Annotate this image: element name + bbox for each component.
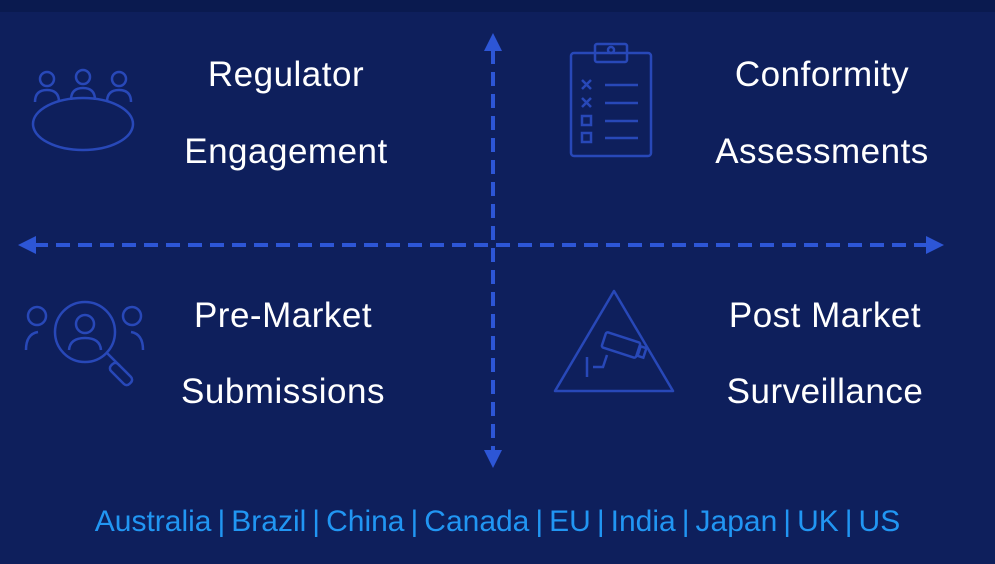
country-uk: UK: [797, 505, 839, 538]
country-china: China: [326, 505, 405, 538]
quadrant-label-conformity-assessments-line2: Assessments: [707, 134, 937, 169]
country-japan: Japan: [695, 505, 778, 538]
country-india: India: [610, 505, 676, 538]
country-brazil: Brazil: [231, 505, 307, 538]
label-line-2: Engagement: [184, 132, 388, 171]
country-canada: Canada: [424, 505, 530, 538]
label-line-1: Conformity: [734, 55, 910, 94]
up-arrowhead: [484, 33, 502, 51]
right-arrowhead: [926, 236, 944, 254]
country-eu: EU: [549, 505, 591, 538]
quadrant-label-pre-market-submissions: Pre-Market: [168, 298, 398, 333]
quadrant-label-regulator-engagement: Regulator: [171, 57, 401, 92]
label-line-2: Submissions: [181, 372, 385, 411]
label-line-2: Assessments: [715, 132, 929, 171]
separator: |: [681, 505, 690, 538]
separator: |: [844, 505, 853, 538]
quadrant-label-conformity-assessments: Conformity: [707, 57, 937, 92]
meeting-table-icon: [31, 68, 135, 152]
country-australia: Australia: [94, 505, 212, 538]
separator: |: [217, 505, 226, 538]
quadrant-label-post-market-surveillance-line2: Surveillance: [710, 374, 940, 409]
quadrant-label-regulator-engagement-line2: Engagement: [171, 134, 401, 169]
quadrant-label-post-market-surveillance: Post Market: [710, 298, 940, 333]
vertical-axis: [484, 33, 502, 468]
horizontal-axis: [18, 236, 944, 254]
top-band: [0, 0, 995, 12]
clipboard-checklist-icon: [569, 42, 653, 158]
separator: |: [596, 505, 605, 538]
label-line-1: Pre-Market: [193, 296, 373, 335]
country-us: US: [858, 505, 901, 538]
country-list: Australia|Brazil|China|Canada|EU|India|J…: [0, 507, 995, 537]
quadrant-label-pre-market-submissions-line2: Submissions: [168, 374, 398, 409]
label-line-1: Regulator: [207, 55, 365, 94]
separator: |: [783, 505, 792, 538]
down-arrowhead: [484, 450, 502, 468]
separator: |: [312, 505, 321, 538]
left-arrowhead: [18, 236, 36, 254]
person-search-icon: [24, 300, 145, 387]
label-line-2: Surveillance: [726, 372, 924, 411]
separator: |: [535, 505, 544, 538]
surveillance-camera-warning-icon: [553, 289, 675, 393]
separator: |: [410, 505, 419, 538]
label-line-1: Post Market: [728, 296, 922, 335]
